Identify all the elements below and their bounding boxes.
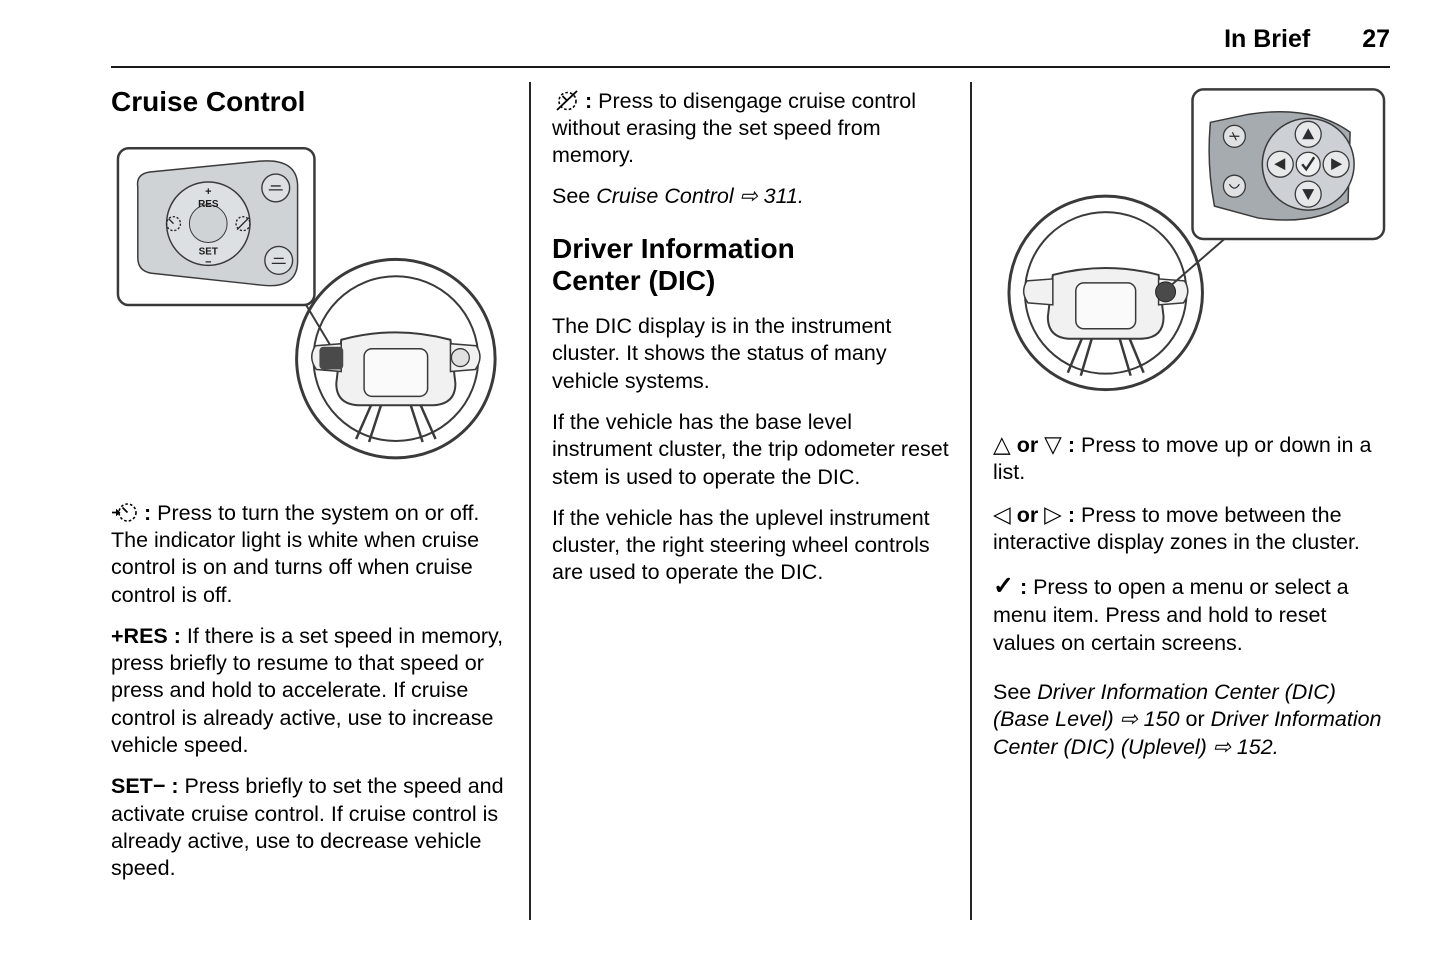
pad-res-plus-label: + — [205, 186, 211, 198]
triangle-down-icon: ▽ — [1044, 430, 1062, 457]
see-dic-reference: See Driver Information Center (DIC) (Bas… — [993, 679, 1390, 761]
column-dic-controls: △ or ▽ : Press to move up or down in a l… — [993, 82, 1390, 920]
dic-paragraph-2: If the vehicle has the base level instru… — [552, 409, 949, 489]
cruise-control-reference-link: Cruise Control — [596, 184, 734, 209]
onoff-text: Press to turn the system on or off. The … — [111, 500, 480, 607]
dic-uplevel-page-ref: ⇨ 152. — [1212, 734, 1279, 759]
res-lead: +RES : — [111, 623, 181, 648]
dic-paragraph-3: If the vehicle has the uplevel instrumen… — [552, 505, 930, 585]
page-header: In Brief 27 — [111, 25, 1390, 54]
leftright-text: Press to move between the interactive di… — [993, 503, 1360, 555]
cruise-control-heading: Cruise Control — [111, 85, 306, 117]
column-divider-2 — [970, 81, 972, 920]
leftright-paragraph: ◁ or ▷ : Press to move between the inter… — [993, 500, 1390, 557]
cruise-control-steering-wheel-drawing: + RES SET − — [116, 146, 497, 460]
header-rule — [111, 65, 1390, 68]
dic-base-reference-link: Driver Information Center (DIC) (Base Le… — [993, 680, 1336, 732]
triangle-left-icon: ◁ — [993, 501, 1011, 528]
cruise-onoff-paragraph: : Press to turn the system on or off. Th… — [111, 500, 508, 609]
cancel-colon: : — [584, 88, 593, 113]
set-lead: SET− : — [111, 774, 179, 799]
pad-set-label: SET — [199, 246, 218, 257]
cancel-cruise-icon — [552, 89, 579, 113]
cruise-control-illustration: + RES SET − — [111, 142, 508, 476]
leftright-colon: : — [1067, 503, 1076, 528]
see-cruise-reference: See Cruise Control ⇨ 311. — [552, 183, 949, 210]
dic-controls-illustration — [993, 86, 1390, 402]
cruise-control-page-ref: ⇨ 311. — [739, 184, 804, 209]
triangle-up-icon: △ — [993, 430, 1011, 457]
leftright-or: or — [1016, 503, 1039, 528]
updown-or: or — [1016, 432, 1039, 457]
set-paragraph: SET− : Press briefly to set the speed an… — [111, 773, 508, 882]
res-paragraph: +RES : If there is a set speed in memory… — [111, 623, 508, 759]
page-number: 27 — [1362, 25, 1390, 53]
select-colon: : — [1019, 574, 1028, 599]
set-text: Press briefly to set the speed and activ… — [111, 774, 504, 881]
see-dic-prefix: See — [993, 680, 1032, 705]
updown-paragraph: △ or ▽ : Press to move up or down in a l… — [993, 430, 1390, 487]
updown-text: Press to move up or down in a list. — [993, 432, 1372, 484]
cruise-control-icon — [111, 501, 138, 525]
select-text: Press to open a menu or select a menu it… — [993, 574, 1349, 655]
select-paragraph: ✓ : Press to open a menu or select a men… — [993, 571, 1390, 657]
cancel-text: Press to disengage cruise control withou… — [552, 88, 917, 168]
column-dic-intro: : Press to disengage cruise control with… — [552, 82, 949, 920]
checkmark-icon: ✓ — [993, 571, 1014, 600]
triangle-right-icon: ▷ — [1044, 501, 1062, 528]
see-prefix: See — [552, 184, 591, 209]
column-divider-1 — [529, 81, 531, 920]
column-cruise-control: Cruise Control + RES SET − — [111, 82, 508, 920]
dic-paragraph-1: The DIC display is in the instrument clu… — [552, 314, 892, 393]
res-text: If there is a set speed in memory, press… — [111, 623, 504, 758]
section-title: In Brief — [1224, 25, 1311, 53]
dic-uplevel-reference-link: Driver Information Center (DIC) (Uplevel… — [993, 707, 1382, 759]
see-dic-or: or — [1185, 707, 1205, 732]
content-columns: Cruise Control + RES SET − — [111, 81, 1390, 920]
cancel-cruise-paragraph: : Press to disengage cruise control with… — [552, 88, 949, 170]
pad-res-label: RES — [198, 198, 219, 209]
onoff-colon: : — [143, 500, 152, 525]
updown-colon: : — [1067, 432, 1076, 457]
pad-set-minus-label: − — [205, 256, 211, 268]
dic-heading: Driver Information Center (DIC) — [552, 232, 795, 296]
dic-base-page-ref: ⇨ 150 — [1119, 707, 1180, 732]
dic-steering-wheel-drawing — [1007, 87, 1386, 391]
